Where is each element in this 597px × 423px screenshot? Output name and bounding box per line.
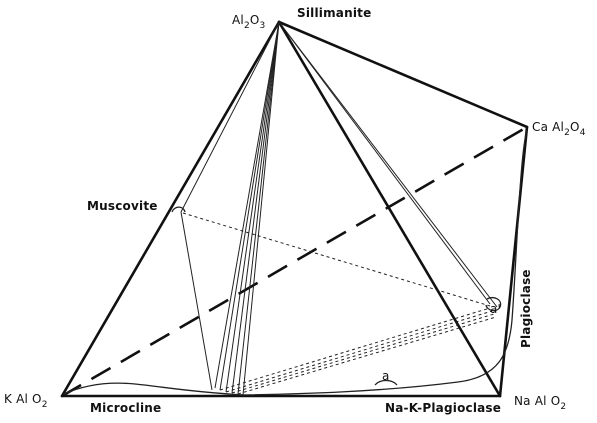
tie-line [242, 21, 280, 396]
label-al2o3: Al2O3 [232, 13, 265, 31]
tie-line [278, 21, 498, 308]
label-kalo2: K Al O2 [4, 392, 48, 410]
edge-kalo2-caal2o4-hidden [61, 125, 528, 398]
microcline-base-curve [63, 382, 245, 396]
dotted-tie [219, 307, 491, 391]
apex-tie-lines [180, 21, 498, 396]
edge-al2o3-caal2o4 [277, 20, 529, 129]
label-point-a-prime: a' [490, 302, 501, 316]
label-sillimanite: Sillimanite [297, 6, 371, 20]
tie-line [214, 21, 280, 389]
tetrahedron-edges [60, 20, 529, 398]
dotted-tie-lines [182, 212, 497, 395]
dotted-tie [237, 316, 497, 395]
label-naalo2: Na Al O2 [514, 394, 566, 412]
label-na-k-plagioclase: Na-K-Plagioclase [385, 401, 501, 415]
label-point-a: a [382, 369, 390, 383]
tie-line [231, 21, 280, 394]
tie-line [180, 21, 280, 213]
tie-line [278, 21, 491, 305]
a-prime-loop [485, 296, 502, 312]
dotted-tie [225, 310, 493, 393]
tie-line [219, 21, 280, 391]
muscovite-aprime-dotted [182, 212, 491, 307]
edge-caal2o4-naalo2 [498, 125, 529, 398]
label-plagioclase: Plagioclase [519, 269, 533, 348]
muscovite-microcline-line [180, 211, 213, 391]
plagioclase-curve [240, 129, 528, 396]
dotted-tie [231, 313, 495, 394]
a-point-mark [374, 379, 398, 386]
label-muscovite: Muscovite [87, 199, 158, 213]
muscovite-mark [171, 206, 186, 213]
label-caal2o4: Ca Al2O4 [532, 120, 586, 138]
edge-al2o3-kalo2 [60, 20, 281, 398]
tie-line [225, 21, 280, 393]
tie-line [237, 21, 280, 395]
phase-boundary-curves [63, 129, 528, 396]
label-microcline: Microcline [90, 401, 161, 415]
edge-al2o3-naalo2 [277, 20, 502, 398]
